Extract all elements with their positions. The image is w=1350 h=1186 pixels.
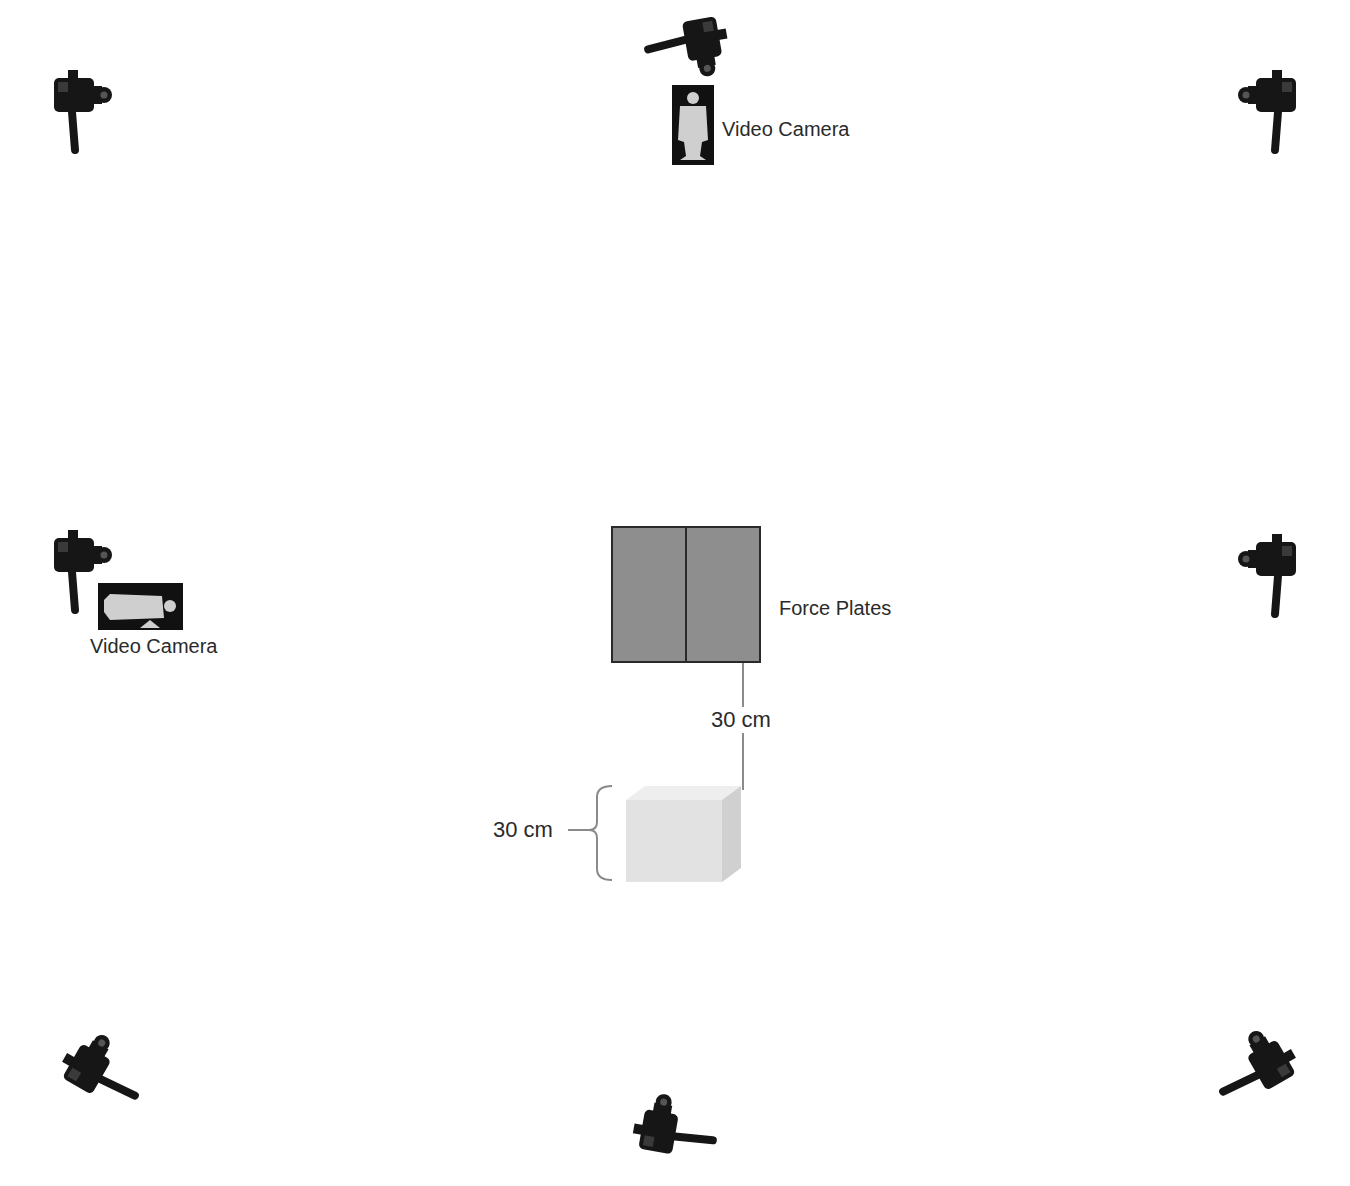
mocap-camera	[1205, 1020, 1303, 1110]
video-thumbnail-figure	[678, 92, 708, 160]
plate-divider	[685, 527, 687, 662]
force-plates: Force Plates	[611, 526, 761, 663]
box-top	[626, 786, 741, 800]
video-camera-view: Video Camera	[672, 85, 714, 165]
node-label: Force Plates	[779, 597, 891, 619]
dimension-label: 30 cm	[491, 817, 555, 843]
dimension-bracket	[589, 786, 612, 880]
bracket-tick	[568, 829, 589, 831]
box-side	[722, 786, 741, 882]
mocap-camera	[55, 1024, 153, 1114]
mocap-camera	[1238, 534, 1296, 614]
mocap-camera	[1238, 70, 1296, 150]
mocap-camera	[54, 70, 112, 150]
node-label: Video Camera	[722, 118, 849, 140]
box-front	[626, 800, 722, 882]
video-camera-view: Video Camera	[98, 583, 183, 630]
mocap-camera	[630, 1090, 719, 1161]
node-label: Video Camera	[90, 635, 217, 657]
dimension-label: 30 cm	[709, 707, 773, 733]
video-thumbnail-figure	[104, 594, 176, 628]
mocap-camera	[644, 15, 733, 86]
